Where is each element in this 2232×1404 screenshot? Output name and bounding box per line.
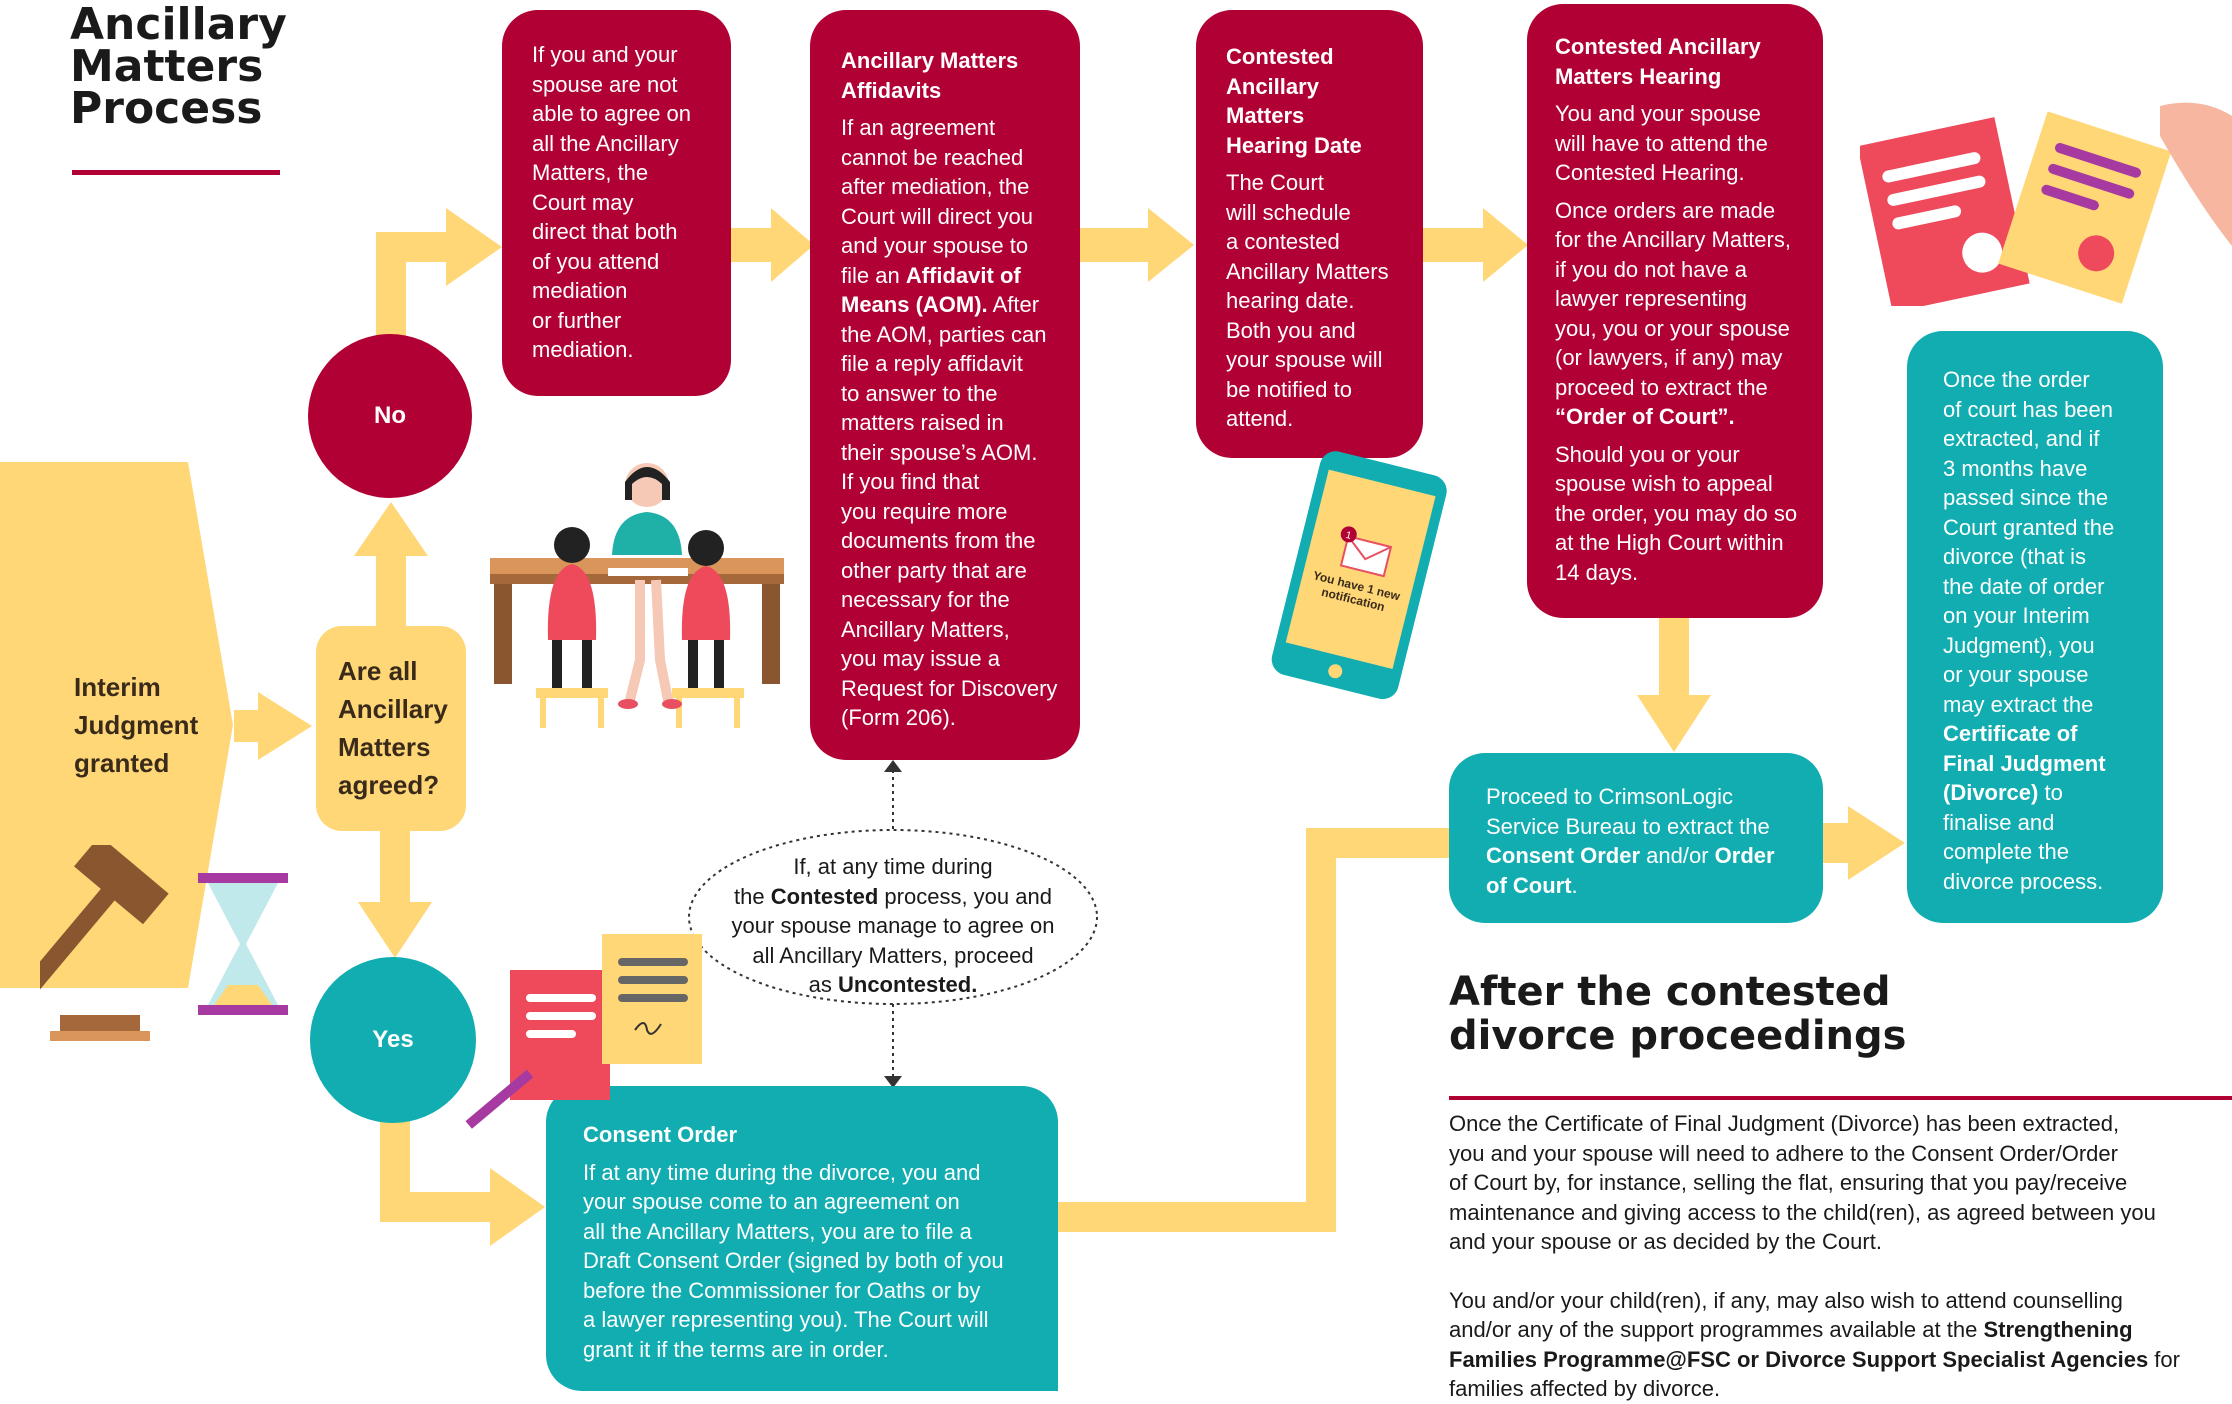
final-judgment-box: Once the order of court has been extract… [1907,331,2163,923]
hearing-box: Contested Ancillary Matters Hearing You … [1527,4,1823,618]
phone-notification-illustration: 1 You have 1 new notification [1271,451,1447,700]
gavel-hourglass-illustration [40,845,288,1041]
mediation-box: If you and your spouse are not able to a… [502,10,731,396]
certificates-illustration [1860,102,2232,306]
no-circle: No [308,334,472,498]
after-body: Once the Certificate of Final Judgment (… [1449,1111,2180,1401]
crimson-logic-box: Proceed to CrimsonLogic Service Bureau t… [1449,753,1823,923]
after-heading: After the contested divorce proceedings [1449,969,1907,1059]
yes-circle: Yes [310,957,476,1123]
consent-order-box: Consent Order If at any time during the … [546,1086,1058,1391]
document-pen-illustration [465,934,702,1129]
phone-badge: 1 [1344,530,1352,542]
decision-box: Are all Ancillary Matters agreed? [316,626,466,831]
uncontested-note: If, at any time during the Contested pro… [731,854,1055,997]
start-label: Interim Judgment granted [74,672,199,778]
mediation-meeting-illustration [490,463,784,728]
hearing-date-box: Contested Ancillary Matters Hearing Date… [1196,10,1423,458]
affidavits-box: Ancillary Matters Affidavits If an agree… [810,10,1080,760]
page-title: Ancillary Matters Process [70,0,287,134]
